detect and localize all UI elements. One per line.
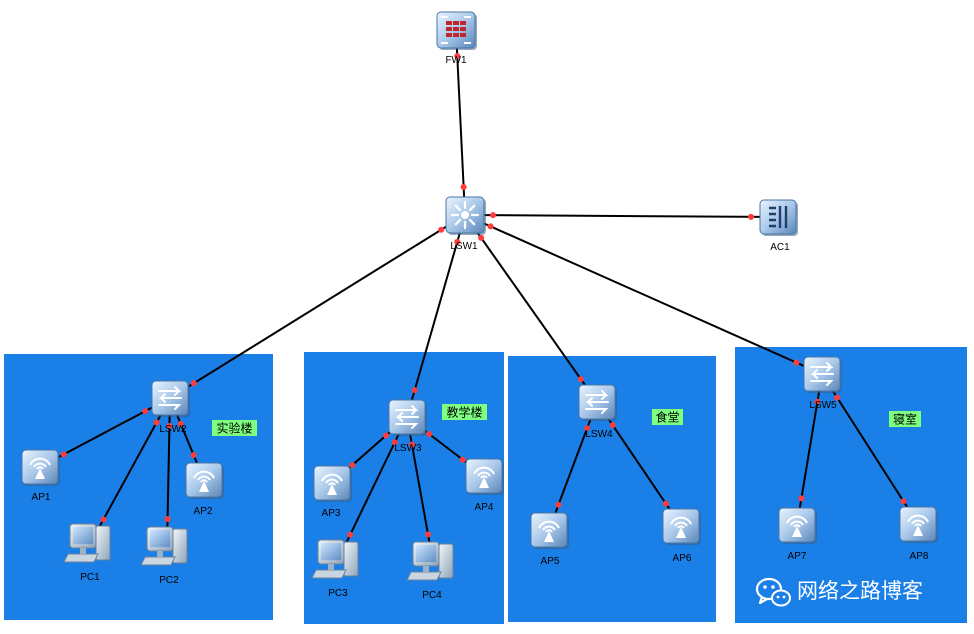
zone-tag-lab: 实验楼 [212,420,257,436]
port-dot [814,398,821,405]
label-ap7: AP7 [788,551,807,562]
link-lsw3-pc4 [406,416,434,563]
port-dot [834,394,841,401]
label-lsw2: LSW2 [159,424,187,435]
zone-tag-dorm: 寝室 [889,411,921,427]
switch-icon[interactable] [388,399,427,436]
firewall-icon[interactable] [436,11,477,50]
port-dot [662,500,669,507]
port-dot [478,234,485,241]
port-dot [793,359,800,366]
access-point-icon[interactable] [899,506,938,543]
access-point-icon[interactable] [778,507,817,544]
core-switch-icon[interactable] [445,196,486,235]
label-lsw3: LSW3 [394,443,422,454]
watermark: 网络之路博客 [755,577,923,607]
label-pc4: PC4 [422,590,442,601]
port-dot [609,422,616,429]
port-dot [177,420,184,427]
port-dot [426,431,433,438]
port-dot [391,439,398,446]
label-ap3: AP3 [322,508,341,519]
access-point-icon[interactable] [21,449,60,486]
port-dot [190,380,197,387]
label-pc3: PC3 [328,588,348,599]
access-point-icon[interactable] [662,508,701,545]
pc-icon[interactable] [63,523,111,563]
link-lsw1-lsw2 [169,214,466,399]
link-lsw4-ap5 [548,401,598,531]
port-dot [577,376,584,383]
label-pc1: PC1 [80,572,100,583]
zone-tag-canteen-text: 食堂 [655,410,679,425]
port-dot [382,432,389,439]
link-lsw2-pc2 [166,397,171,548]
port-dot [349,462,356,469]
port-dot [584,425,591,432]
pc-icon[interactable] [406,541,454,581]
port-dot [190,452,197,459]
port-dot [347,531,354,538]
port-dot [487,223,494,230]
port-dot [164,516,171,523]
zone-tag-teaching-text: 教学楼 [446,405,482,420]
pc-icon[interactable] [140,526,188,566]
zone-dorm [735,347,967,623]
label-ap6: AP6 [673,553,692,564]
zone-tag-dorm-text: 寝室 [893,412,917,427]
link-lsw1-lsw5 [464,214,823,375]
access-point-icon[interactable] [185,462,224,499]
port-dot [153,419,160,426]
access-point-icon[interactable] [465,458,504,495]
label-fw1: FW1 [445,55,467,66]
port-dot [166,422,173,429]
link-lsw1-ac1 [464,214,779,218]
port-dot [408,441,415,448]
port-dot [748,213,755,220]
port-dot [142,408,149,415]
watermark-text: 网络之路博客 [797,579,923,603]
label-pc2: PC2 [159,575,179,586]
port-dot [798,495,805,502]
label-ac1: AC1 [770,242,790,253]
port-dot [454,238,461,245]
port-dot [438,226,445,233]
ports [60,52,907,538]
port-dot [555,501,562,508]
access-controller-icon[interactable] [759,199,798,236]
port-dot [900,498,907,505]
port-dot [459,456,466,463]
port-dot [60,451,67,458]
label-lsw4: LSW4 [585,429,613,440]
switch-icon[interactable] [151,380,190,417]
port-dot [411,387,418,394]
access-point-icon[interactable] [313,465,352,502]
zone-lab [4,354,273,620]
port-dot [489,212,496,219]
label-ap8: AP8 [910,551,929,562]
label-ap2: AP2 [194,506,213,517]
label-ap1: AP1 [32,492,51,503]
label-lsw5: LSW5 [809,400,837,411]
link-lsw1-lsw3 [406,214,466,418]
port-dot [460,184,467,191]
zone-tag-lab-text: 实验楼 [216,421,252,436]
port-dot [425,531,432,538]
label-ap4: AP4 [475,502,494,513]
label-ap5: AP5 [541,556,560,567]
wechat-icon [755,577,791,607]
link-lsw1-lsw4 [464,214,598,403]
access-point-icon[interactable] [530,512,569,549]
pc-icon[interactable] [311,539,359,579]
switch-icon[interactable] [803,356,842,393]
label-lsw1: LSW1 [450,241,478,252]
port-dot [100,516,107,523]
zone-tag-teaching: 教学楼 [442,404,487,420]
port-dot [454,52,461,59]
devices [21,11,938,581]
switch-icon[interactable] [578,384,617,421]
zone-tag-canteen: 食堂 [652,409,683,425]
